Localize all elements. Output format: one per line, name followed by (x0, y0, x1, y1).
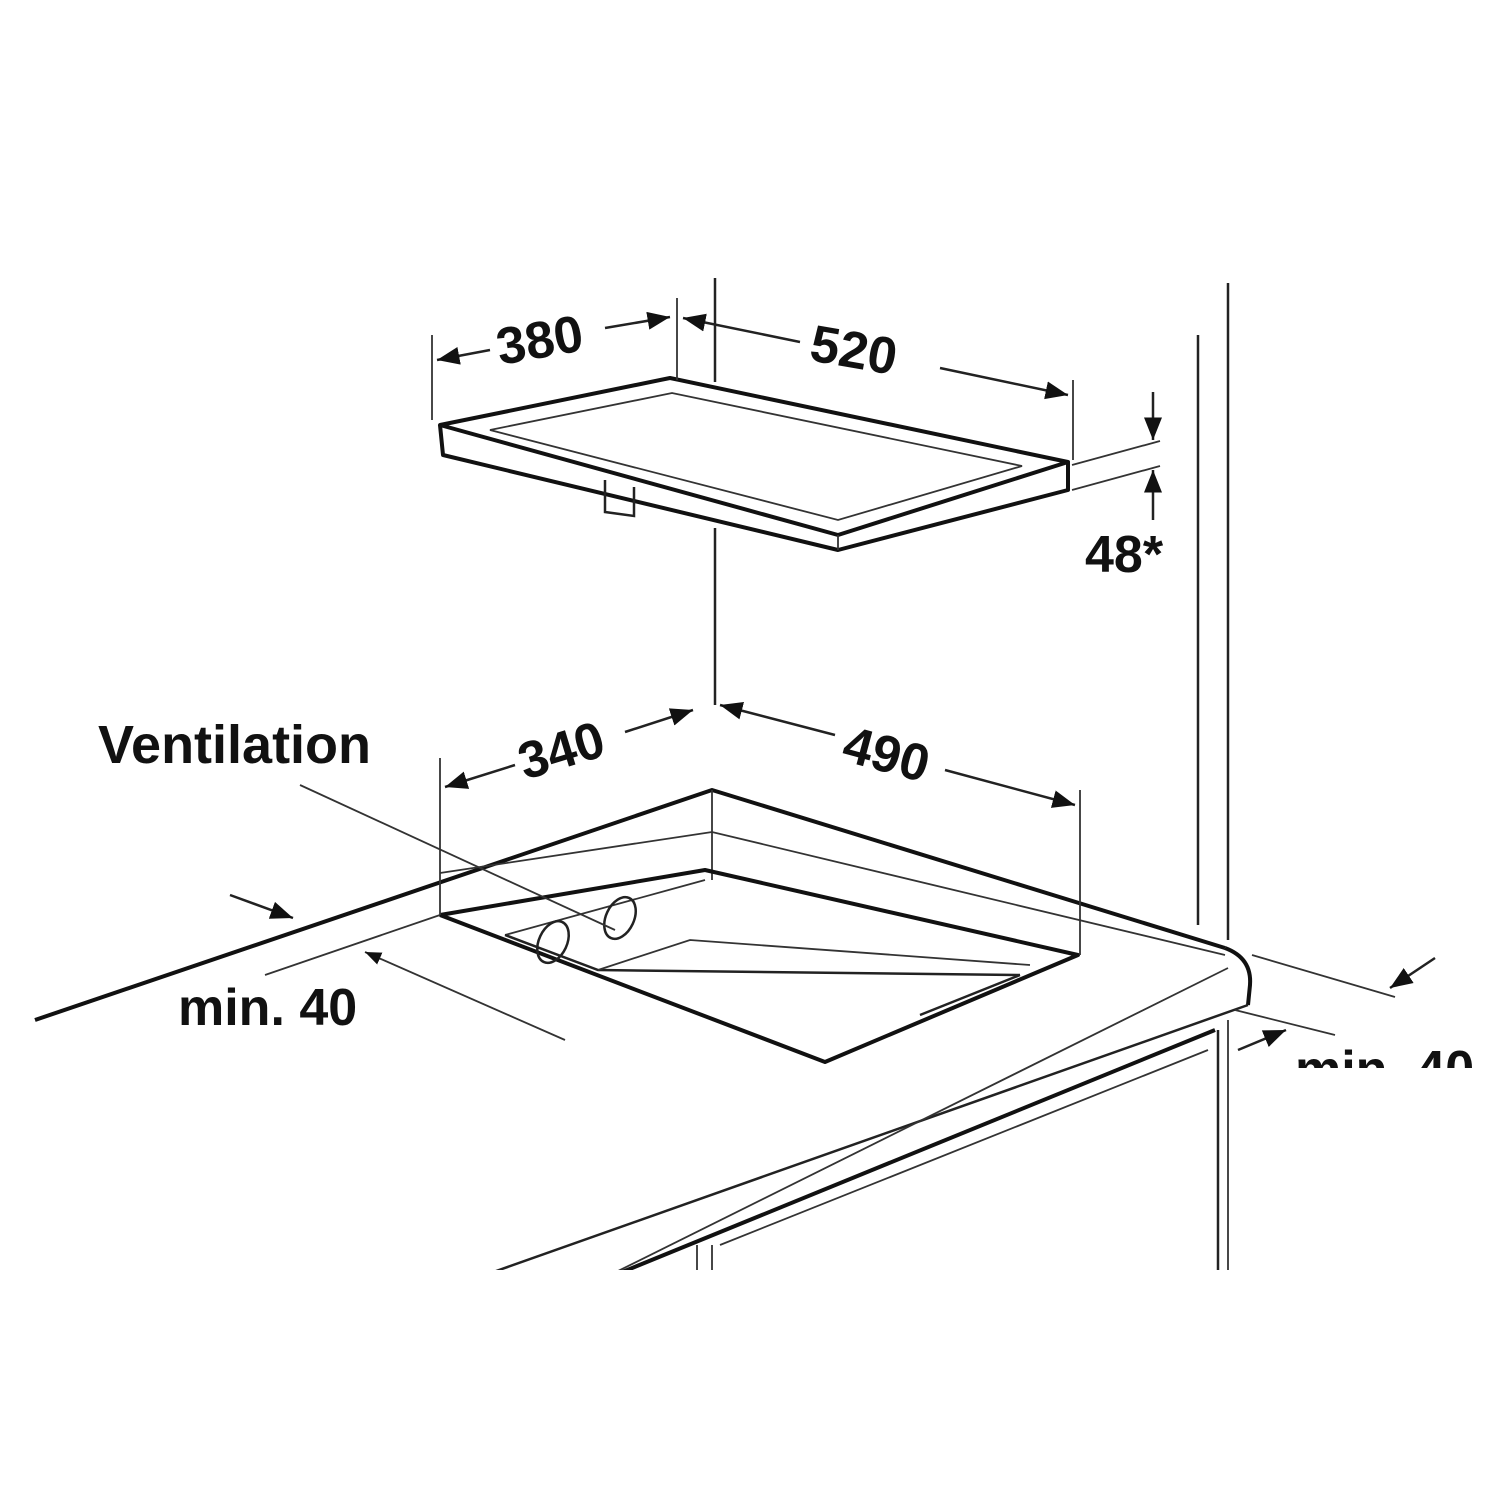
ventilation-hole (536, 919, 570, 965)
min-front-clearance: min. 40 (178, 979, 357, 1037)
dimension-520: 520 (806, 315, 902, 387)
hob-connector-tab (603, 480, 636, 518)
ventilation-hole (603, 895, 637, 941)
worktop (34, 788, 1253, 1270)
dimension-340: 340 (512, 711, 612, 792)
min-side-clearance: min. 40 (1295, 1041, 1474, 1099)
ventilation-label: Ventilation (98, 715, 371, 775)
cutout (439, 868, 1080, 1064)
dimension-380: 380 (492, 305, 588, 377)
hob (438, 376, 1070, 552)
dimension-48: 48* (1085, 526, 1164, 584)
ventilation-leader (299, 784, 616, 931)
dimension-490: 490 (837, 716, 936, 794)
